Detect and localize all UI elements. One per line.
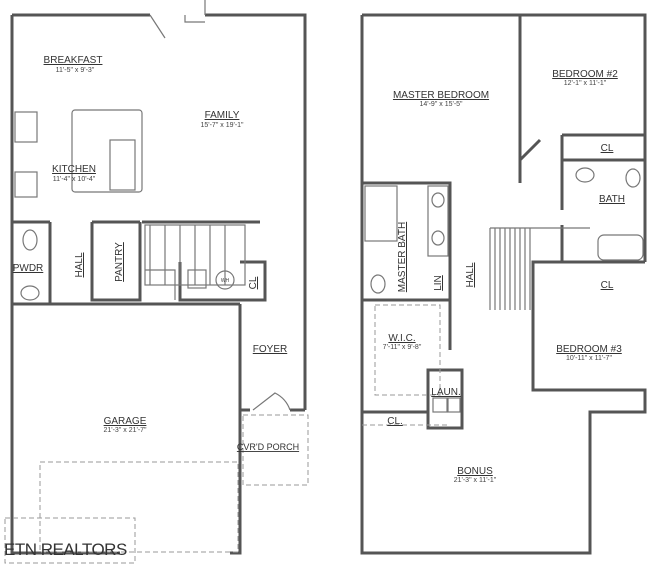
water-heater-label: WH: [221, 278, 230, 284]
room-dims-bonus: 21'-3" x 11'-1": [454, 477, 497, 484]
room-label-bath: BATH: [599, 194, 625, 205]
room-label-kitchen: KITCHEN: [52, 164, 96, 175]
room-label-garage: GARAGE: [104, 416, 147, 427]
room-label-bedroom-3: BEDROOM #3: [556, 344, 622, 355]
room-dims-bedroom-2: 12'-1" x 11'-1": [564, 80, 607, 87]
room-label-lin: LIN: [433, 275, 444, 291]
room-dims-garage: 21'-3" x 21'-7": [103, 427, 147, 434]
room-label-porch: CVR'D PORCH: [237, 442, 299, 452]
room-label-master-bath: MASTER BATH: [397, 222, 408, 292]
room-label-wic: W.I.C.: [388, 333, 415, 344]
room-label-bedroom-2: BEDROOM #2: [552, 69, 618, 80]
room-label-cl-bedroom-2: CL: [601, 143, 614, 154]
room-dims-bedroom-3: 10'-11" x 11'-7": [566, 355, 612, 362]
room-label-foyer: FOYER: [253, 344, 287, 355]
room-label-cl-bedroom-3: CL: [601, 280, 614, 291]
room-dims-wic: 7'-11" x 9'-8": [383, 344, 422, 351]
room-label-bonus: BONUS: [457, 466, 493, 477]
room-label-pantry: PANTRY: [114, 242, 125, 282]
room-label-cl: CL: [248, 276, 259, 289]
room-dims-master-bedroom: 14'-9" x 15'-5": [419, 101, 463, 108]
room-label-pwdr: PWDR: [13, 263, 44, 274]
room-dims-family: 15'-7" x 19'-1": [200, 122, 244, 129]
second-floor-plan: [360, 13, 647, 555]
room-label-laundry: LAUN.: [431, 387, 460, 398]
room-label-breakfast: BREAKFAST: [44, 55, 103, 66]
first-floor-plan: [4, 0, 309, 564]
room-label-hall-upstairs: HALL: [465, 262, 476, 287]
room-label-cl-bonus: CL.: [387, 416, 403, 427]
watermark-logo: ETN REALTORS: [4, 540, 127, 559]
room-label-family: FAMILY: [205, 110, 240, 121]
room-dims-breakfast: 11'-5" x 9'-3": [56, 67, 95, 74]
room-label-master-bedroom: MASTER BEDROOM: [393, 90, 489, 101]
room-dims-kitchen: 11'-4" x 10'-4": [53, 176, 96, 183]
room-label-hall: HALL: [74, 252, 85, 277]
